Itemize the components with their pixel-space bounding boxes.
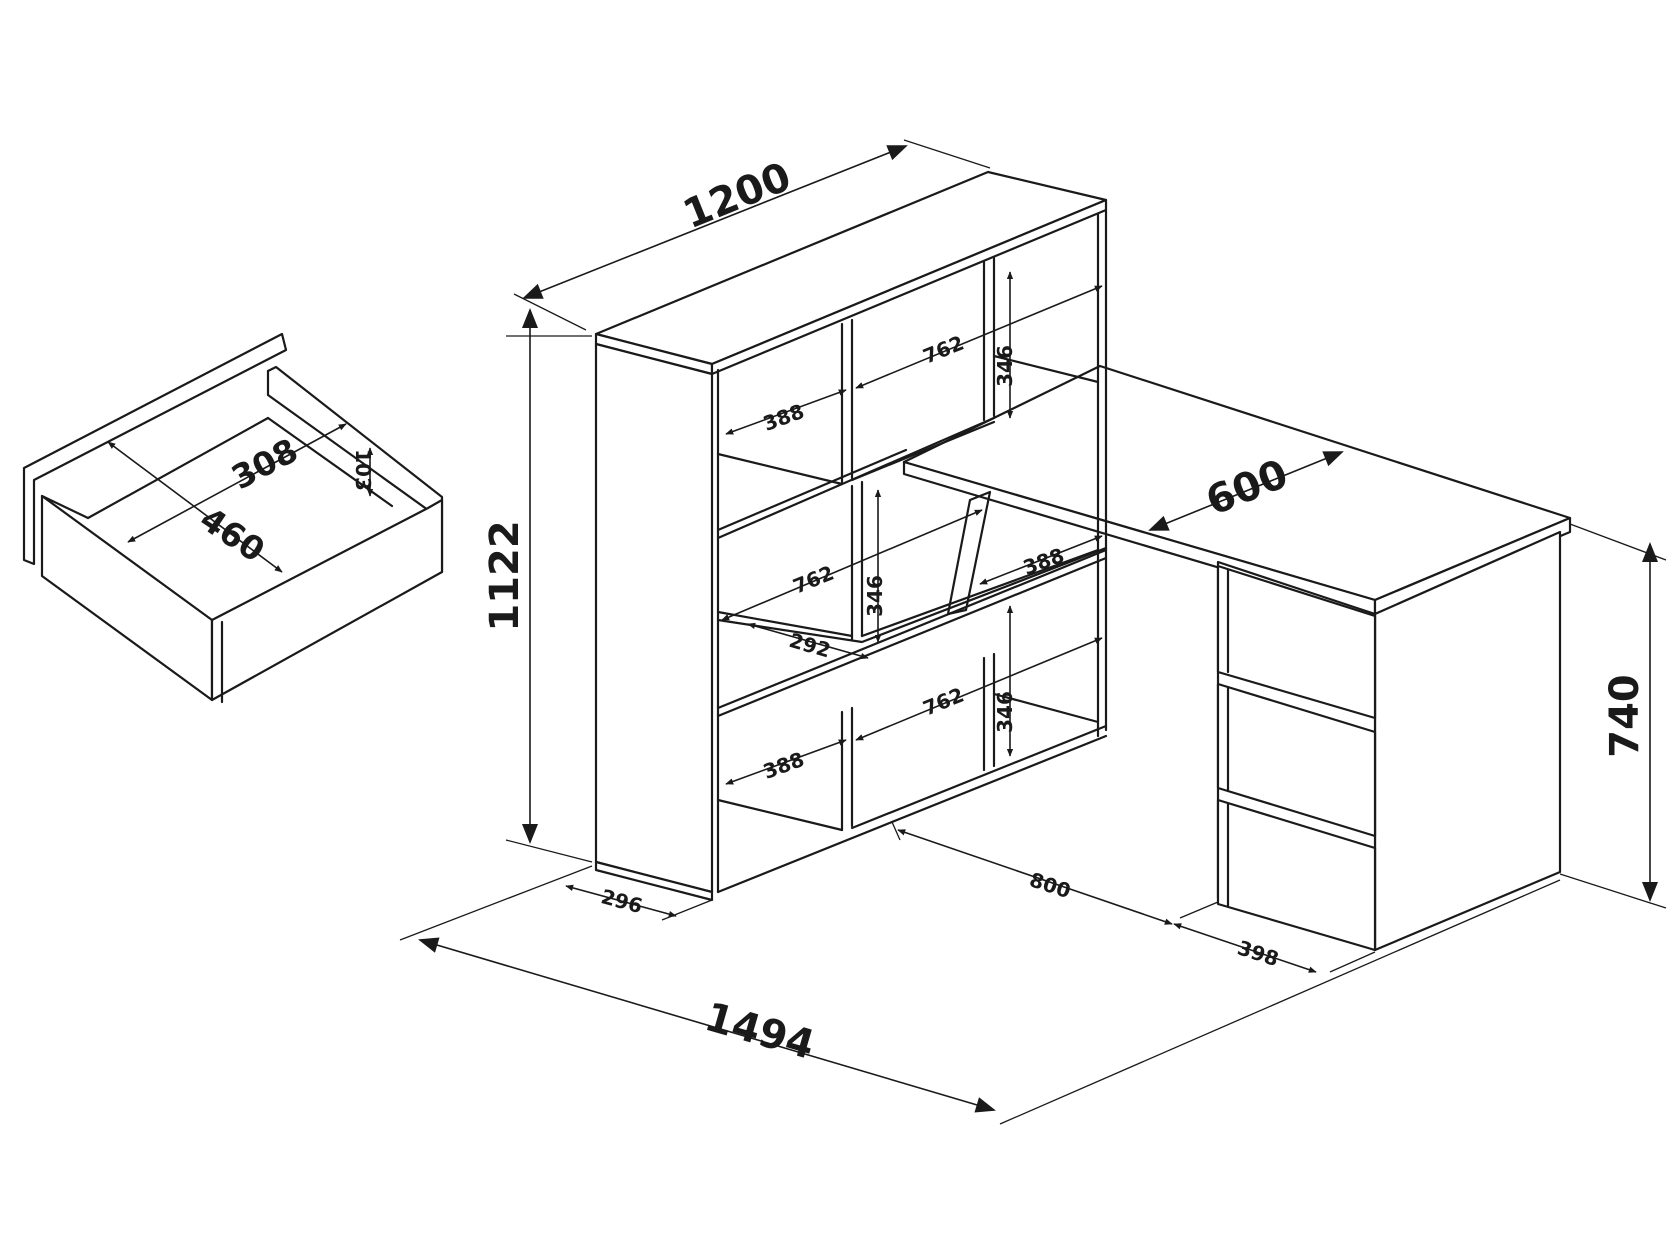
middle-depth-label: 292: [787, 628, 834, 663]
desk-depth-dimension-line: [1148, 451, 1344, 531]
bottom-right-height-label: 346: [993, 691, 1017, 733]
shelf-side-panel: [594, 342, 714, 894]
bottom-left-width-label: 388: [760, 747, 807, 784]
shelf-height-label: 1122: [482, 520, 528, 631]
cabinet-drawer-3: [1216, 798, 1377, 952]
top-left-width-dimension-line: [725, 389, 847, 435]
drawer-depth-label: 308: [225, 430, 304, 497]
drawer-back-panel: [22, 332, 288, 566]
bottom-right-width-dimension-line: [855, 637, 1103, 741]
total-length-label: 1494: [700, 994, 820, 1069]
shelf-width-label: 1200: [677, 154, 797, 238]
middle-height-label: 346: [863, 575, 887, 617]
shelf-depth-dimension-line: [565, 884, 677, 918]
top-left-width-label: 388: [760, 399, 807, 436]
desk-drawing: [902, 364, 1572, 952]
knee-space-dimension-line: [897, 829, 1173, 925]
shelf-board-1: [716, 452, 844, 486]
shelf-board-4: [716, 798, 844, 832]
total-length-dimension-line: [418, 937, 996, 1113]
middle-width-label: 762: [790, 561, 838, 599]
drawer-drawing: 308 103 460: [22, 332, 444, 704]
shelf-drawing: [594, 170, 1108, 902]
drawer-front-panel: [40, 494, 214, 702]
drawer-height-label: 103: [351, 449, 375, 491]
top-right-width-label: 762: [920, 331, 968, 369]
cabinet-drawer-1: [1216, 564, 1377, 720]
cabinet-width-dimension-line: [1173, 923, 1317, 973]
middle-inner-width-dimension-line: [979, 535, 1103, 585]
bottom-left-width-dimension-line: [725, 739, 847, 785]
desk-height-label: 740: [1602, 674, 1648, 758]
cabinet-drawer-2: [1216, 682, 1377, 838]
drawer-side-left: [40, 494, 90, 520]
bottom-right-width-label: 762: [920, 683, 968, 721]
knee-space-label: 800: [1027, 867, 1074, 903]
middle-depth-dimension-line: [747, 622, 869, 660]
middle-width-dimension-line: [721, 509, 983, 621]
shelf-width-dimension-line: [522, 145, 908, 299]
top-right-width-dimension-line: [855, 285, 1103, 389]
drawer-width-label: 460: [193, 499, 272, 570]
cabinet-width-label: 398: [1235, 935, 1282, 971]
shelf-depth-label: 296: [599, 884, 646, 918]
top-right-height-label: 346: [993, 345, 1017, 387]
drawer-width-dimension-line: [107, 441, 283, 573]
